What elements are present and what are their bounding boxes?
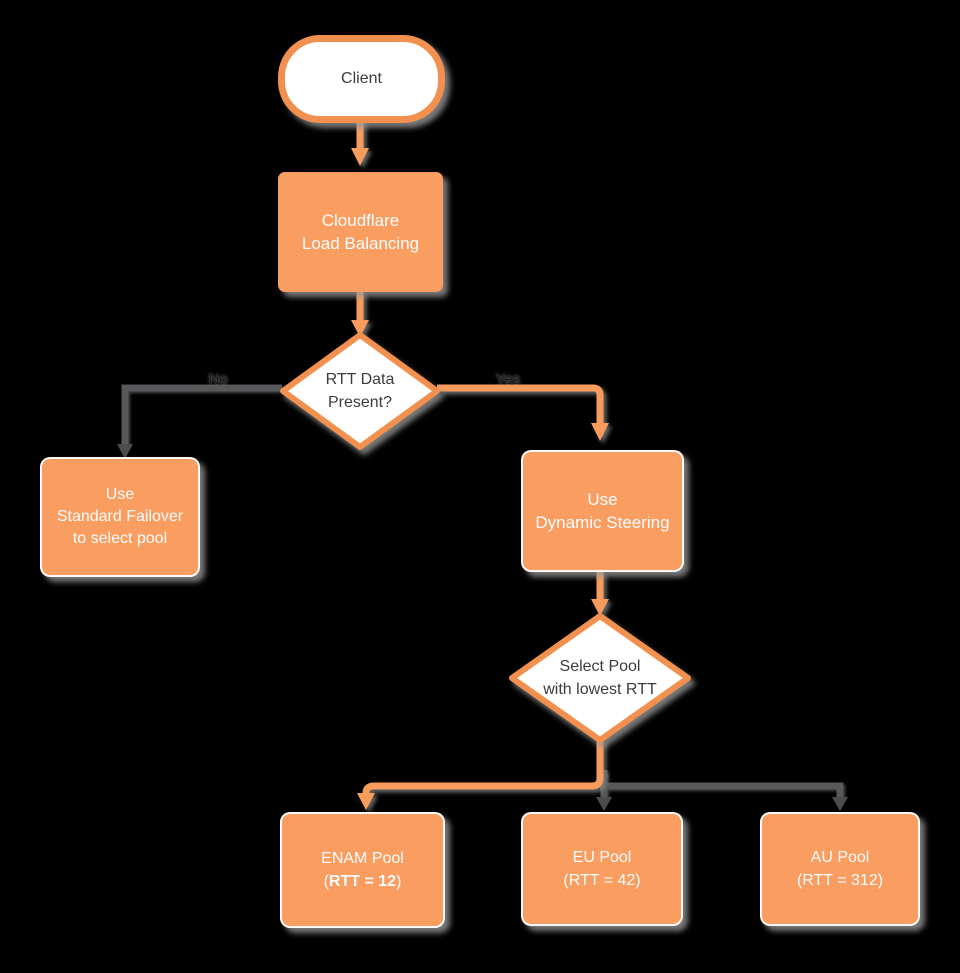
standard-failover-line1: Use bbox=[105, 486, 135, 503]
node-standard-failover: Use Standard Failover to select pool bbox=[40, 457, 200, 577]
edge-label-no: No bbox=[208, 371, 228, 388]
enam-pool-line2: (RTT = 12) bbox=[321, 870, 404, 893]
au-pool-line1: AU Pool bbox=[810, 849, 870, 866]
dynamic-steering-line1: Use bbox=[587, 490, 618, 509]
edge-yes-branch bbox=[437, 384, 604, 425]
node-dynamic-steering: Use Dynamic Steering bbox=[521, 450, 684, 572]
node-dynamic-steering-label: Use Dynamic Steering bbox=[535, 488, 669, 534]
arrowhead-yes-branch bbox=[591, 423, 609, 441]
enam-pool-paren-open: ( bbox=[323, 873, 329, 890]
node-eu-pool: EU Pool (RTT = 42) bbox=[521, 812, 683, 926]
node-select-pool-label: Select Pool with lowest RTT bbox=[520, 655, 680, 701]
edge-label-yes: Yes bbox=[495, 371, 521, 388]
node-load-balancing: Cloudflare Load Balancing bbox=[278, 172, 443, 292]
node-standard-failover-label: Use Standard Failover to select pool bbox=[57, 484, 183, 550]
node-load-balancing-label: Cloudflare Load Balancing bbox=[302, 209, 419, 255]
select-pool-line1: Select Pool bbox=[559, 658, 641, 675]
enam-pool-paren-close: ) bbox=[396, 873, 402, 890]
node-eu-pool-label: EU Pool (RTT = 42) bbox=[563, 846, 640, 892]
node-rtt-decision-label: RTT Data Present? bbox=[292, 368, 428, 414]
edge-to-enam-pool bbox=[362, 740, 604, 795]
eu-pool-line2: (RTT = 42) bbox=[563, 872, 641, 889]
node-enam-pool: ENAM Pool (RTT = 12) bbox=[280, 812, 445, 928]
enam-pool-line1: ENAM Pool bbox=[321, 850, 404, 867]
node-client-label: Client bbox=[341, 70, 382, 87]
node-load-balancing-line2: Load Balancing bbox=[301, 234, 420, 253]
edge-no-branch bbox=[121, 384, 282, 446]
arrowhead-au-pool bbox=[832, 797, 848, 811]
dynamic-steering-line2: Dynamic Steering bbox=[535, 513, 670, 532]
standard-failover-line2: Standard Failover bbox=[56, 508, 184, 525]
enam-pool-rtt-value: RTT = 12 bbox=[328, 873, 397, 890]
eu-pool-line1: EU Pool bbox=[572, 849, 632, 866]
select-pool-line2: with lowest RTT bbox=[543, 681, 657, 698]
arrowhead-loadbalancer-to-decision bbox=[351, 320, 369, 337]
standard-failover-line3: to select pool bbox=[72, 530, 168, 547]
node-select-pool-shape bbox=[509, 613, 691, 743]
node-au-pool: AU Pool (RTT = 312) bbox=[760, 812, 920, 926]
rtt-decision-diamond bbox=[280, 332, 440, 450]
edge-to-au-pool bbox=[600, 782, 844, 798]
rtt-decision-line1: RTT Data bbox=[325, 371, 395, 388]
arrowhead-no-branch bbox=[117, 444, 133, 459]
node-enam-pool-label: ENAM Pool (RTT = 12) bbox=[321, 847, 404, 893]
arrowhead-enam-pool bbox=[357, 793, 375, 810]
node-load-balancing-line1: Cloudflare bbox=[321, 211, 400, 230]
rtt-decision-line2: Present? bbox=[327, 394, 393, 411]
node-client: Client bbox=[278, 35, 445, 123]
arrowhead-steering-to-selectpool bbox=[591, 599, 609, 616]
arrowhead-client-to-loadbalancer bbox=[351, 148, 369, 166]
au-pool-line2: (RTT = 312) bbox=[796, 872, 884, 889]
select-pool-diamond bbox=[509, 613, 691, 743]
node-au-pool-label: AU Pool (RTT = 312) bbox=[797, 846, 883, 892]
node-rtt-decision-shape bbox=[280, 332, 440, 450]
arrowhead-eu-pool bbox=[596, 797, 612, 811]
